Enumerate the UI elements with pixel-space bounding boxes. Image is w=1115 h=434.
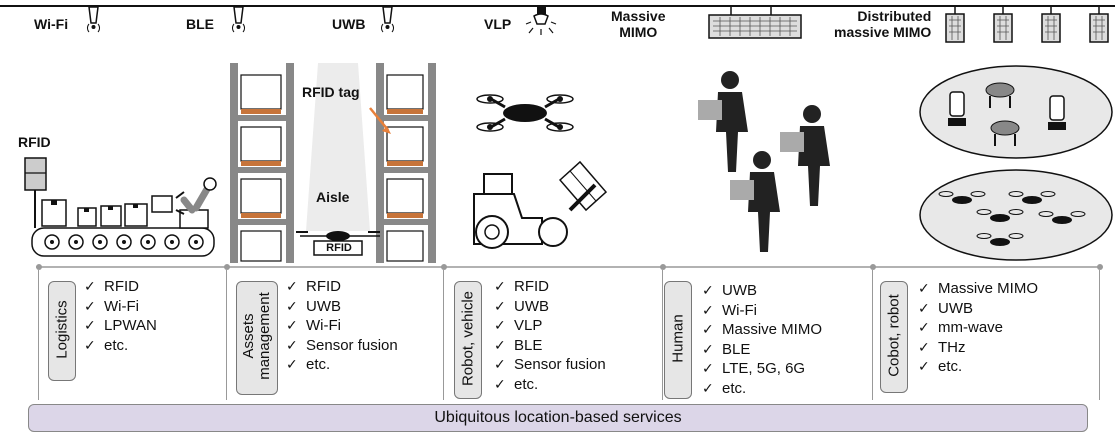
drone-rfid-label: RFID <box>326 242 352 254</box>
list-item: etc. <box>702 379 822 399</box>
quadcopter-drone-icon <box>476 94 574 132</box>
list-item: Massive MIMO <box>702 320 822 340</box>
list-item: Sensor fusion <box>494 355 606 375</box>
category-assets-list: RFID UWB Wi-Fi Sensor fusion etc. <box>286 277 398 375</box>
vlp-lamp-icon <box>525 7 557 35</box>
category-cobot-robot-list: Massive MIMO UWB mm-wave THz etc. <box>918 279 1038 377</box>
aisle-label: Aisle <box>316 189 350 205</box>
divider-dot <box>1097 264 1103 270</box>
divider-stem <box>1099 270 1100 400</box>
rfid-scene-label: RFID <box>18 134 51 150</box>
category-human-label: Human <box>669 314 687 363</box>
list-item: UWB <box>286 297 398 317</box>
uwb-anchor-icon <box>381 6 394 33</box>
aisle-beam <box>306 63 370 231</box>
category-robot-vehicle-box: Robot, vehicle <box>454 281 482 399</box>
divider-dot <box>441 264 447 270</box>
robot-group-ellipse <box>919 65 1113 159</box>
list-item: BLE <box>494 336 606 356</box>
divider-dot <box>36 264 42 270</box>
list-item: THz <box>918 338 1038 358</box>
vlp-label: VLP <box>484 16 512 32</box>
category-human-list: UWB Wi-Fi Massive MIMO BLE LTE, 5G, 6G e… <box>702 281 822 399</box>
divider-stem <box>662 270 663 400</box>
rfid-reader-icon <box>24 157 47 228</box>
category-logistics-list: RFID Wi-Fi LPWAN etc. <box>84 277 157 355</box>
divider-dot <box>660 264 666 270</box>
ble-label: BLE <box>186 16 214 32</box>
list-item: UWB <box>494 297 606 317</box>
category-logistics-label: Logistics <box>53 300 71 359</box>
worker-carrying-box-icon <box>698 71 830 252</box>
divider-dot <box>224 264 230 270</box>
scene-illustration <box>0 5 1115 268</box>
uwb-label: UWB <box>332 16 366 32</box>
conveyor-belt-icon <box>31 195 215 257</box>
list-item: Massive MIMO <box>918 279 1038 299</box>
rfid-tag-label: RFID tag <box>302 84 360 100</box>
forklift-icon <box>473 160 608 249</box>
robot-dog-icon <box>948 82 1066 146</box>
category-cobot-robot-label: Cobot, robot <box>885 294 903 377</box>
list-item: mm-wave <box>918 318 1038 338</box>
list-item: UWB <box>918 299 1038 319</box>
divider-stem <box>38 270 39 400</box>
list-item: BLE <box>702 340 822 360</box>
category-human-box: Human <box>664 281 692 399</box>
category-robot-vehicle-label: Robot, vehicle <box>459 290 477 387</box>
list-item: UWB <box>702 281 822 301</box>
list-item: RFID <box>286 277 398 297</box>
list-item: etc. <box>84 336 157 356</box>
list-item: Wi-Fi <box>702 301 822 321</box>
category-cobot-robot-box: Cobot, robot <box>880 281 908 393</box>
list-item: RFID <box>494 277 606 297</box>
wifi-access-point-icon <box>87 6 100 33</box>
rfid-tag-arrow-icon <box>369 107 391 134</box>
list-item: VLP <box>494 316 606 336</box>
list-item: etc. <box>918 357 1038 377</box>
list-item: Sensor fusion <box>286 336 398 356</box>
massive-mimo-array-icon <box>708 7 802 39</box>
divider-dot <box>870 264 876 270</box>
divider-stem <box>872 270 873 400</box>
distributed-mimo-panels-icon <box>945 6 1109 43</box>
list-item: LTE, 5G, 6G <box>702 359 822 379</box>
list-item: Wi-Fi <box>84 297 157 317</box>
robot-arm-icon <box>175 177 217 229</box>
footer-banner: Ubiquitous location-based services <box>28 404 1088 432</box>
list-item: etc. <box>494 375 606 395</box>
category-robot-vehicle-list: RFID UWB VLP BLE Sensor fusion etc. <box>494 277 606 395</box>
divider-stem <box>226 270 227 400</box>
category-logistics-box: Logistics <box>48 281 76 381</box>
list-item: LPWAN <box>84 316 157 336</box>
wifi-label: Wi-Fi <box>34 16 69 32</box>
drone-swarm-icon <box>938 191 1086 246</box>
warehouse-shelf-right <box>376 63 436 263</box>
ble-beacon-icon <box>232 6 245 33</box>
inventory-drone-icon <box>296 231 380 256</box>
list-item: Wi-Fi <box>286 316 398 336</box>
warehouse-shelf-left <box>230 63 294 263</box>
list-item: RFID <box>84 277 157 297</box>
list-item: etc. <box>286 355 398 375</box>
divider-stem <box>443 270 444 400</box>
